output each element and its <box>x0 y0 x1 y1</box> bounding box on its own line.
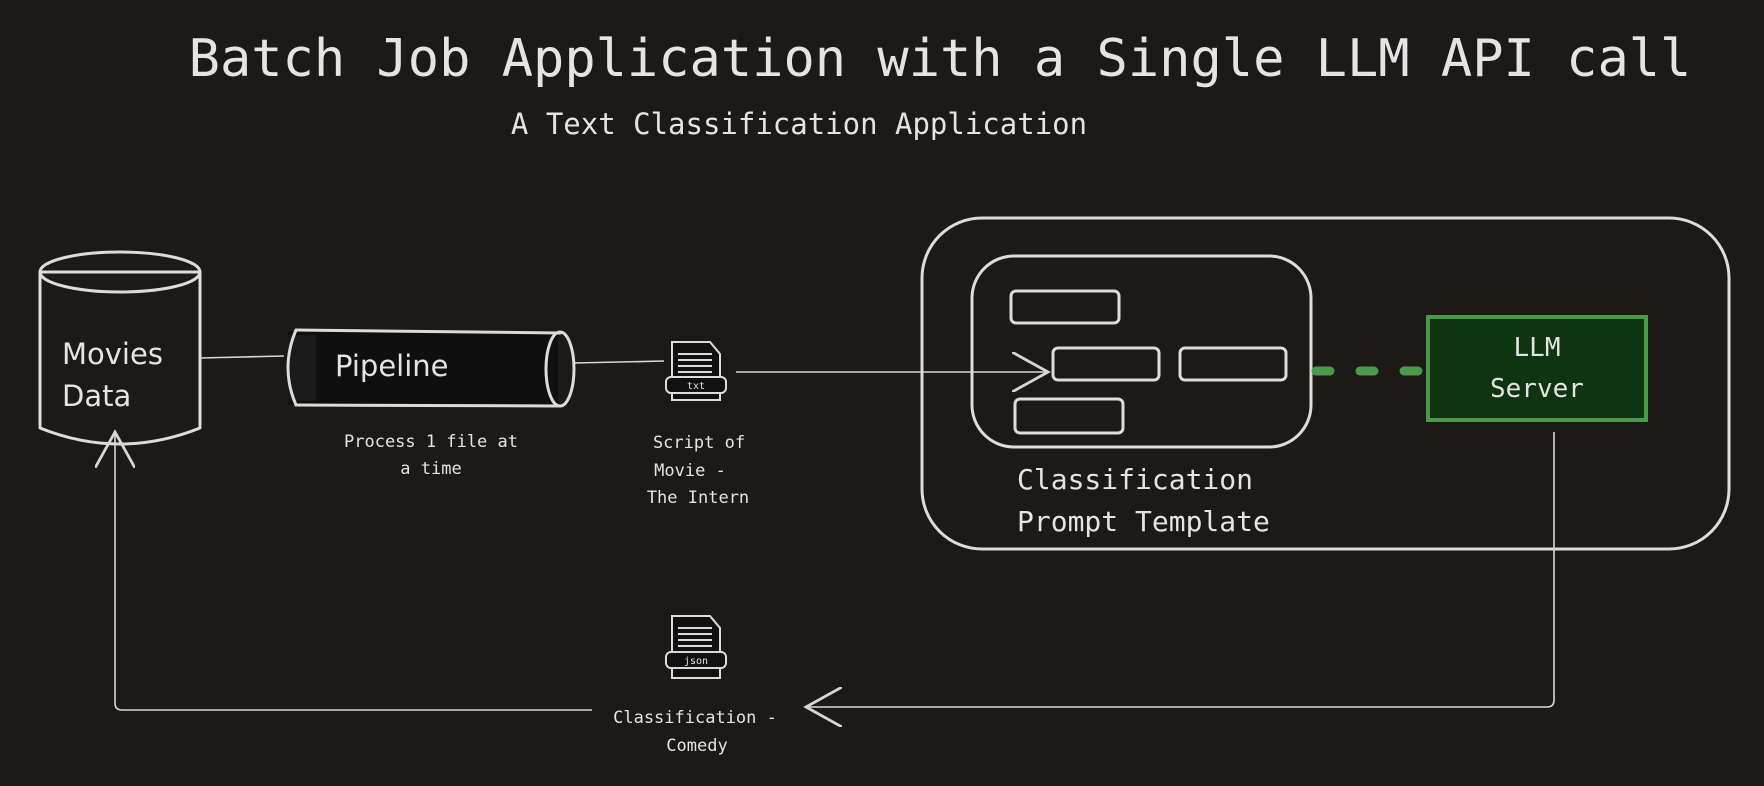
script-caption: The Intern <box>647 488 749 508</box>
movies-data-database[interactable]: Movies Data <box>38 250 202 446</box>
movies-data-label: Movies <box>62 337 163 371</box>
prompt-template-label: Classification <box>1017 463 1253 496</box>
script-caption: Movie - <box>654 461 726 481</box>
result-caption: Comedy <box>666 736 727 756</box>
svg-text:json: json <box>684 656 708 667</box>
pipeline-caption: Process 1 file at <box>344 432 518 452</box>
json-file-icon: json <box>665 615 727 679</box>
llm-server-label: LLM <box>1514 333 1561 363</box>
template-slot <box>1178 346 1288 382</box>
prompt-template-label: Prompt Template <box>1017 505 1270 538</box>
script-caption: Script of <box>653 433 745 453</box>
template-slot <box>1013 397 1125 435</box>
template-slot <box>1051 346 1161 382</box>
svg-text:txt: txt <box>687 381 705 392</box>
txt-file-icon: txt <box>665 341 727 401</box>
pipeline-node[interactable]: Pipeline <box>286 328 576 408</box>
llm-server-node[interactable]: LLM Server <box>1426 315 1648 422</box>
connector-data-to-pipeline <box>199 355 285 359</box>
movies-data-label: Data <box>62 379 131 413</box>
pipeline-label: Pipeline <box>335 349 449 383</box>
arrow-llm-to-result <box>806 432 1555 707</box>
diagram-title: Batch Job Application with a Single LLM … <box>189 29 1692 89</box>
diagram-subtitle: A Text Classification Application <box>511 107 1087 141</box>
template-slot <box>1009 289 1121 325</box>
llm-server-label: Server <box>1490 374 1584 404</box>
prompt-template-node[interactable] <box>970 254 1313 449</box>
arrow-result-to-data <box>115 432 592 711</box>
pipeline-caption: a time <box>400 459 461 479</box>
result-caption: Classification - <box>613 708 777 728</box>
connector-pipeline-to-doc <box>573 360 665 364</box>
llm-app-container <box>920 216 1731 551</box>
